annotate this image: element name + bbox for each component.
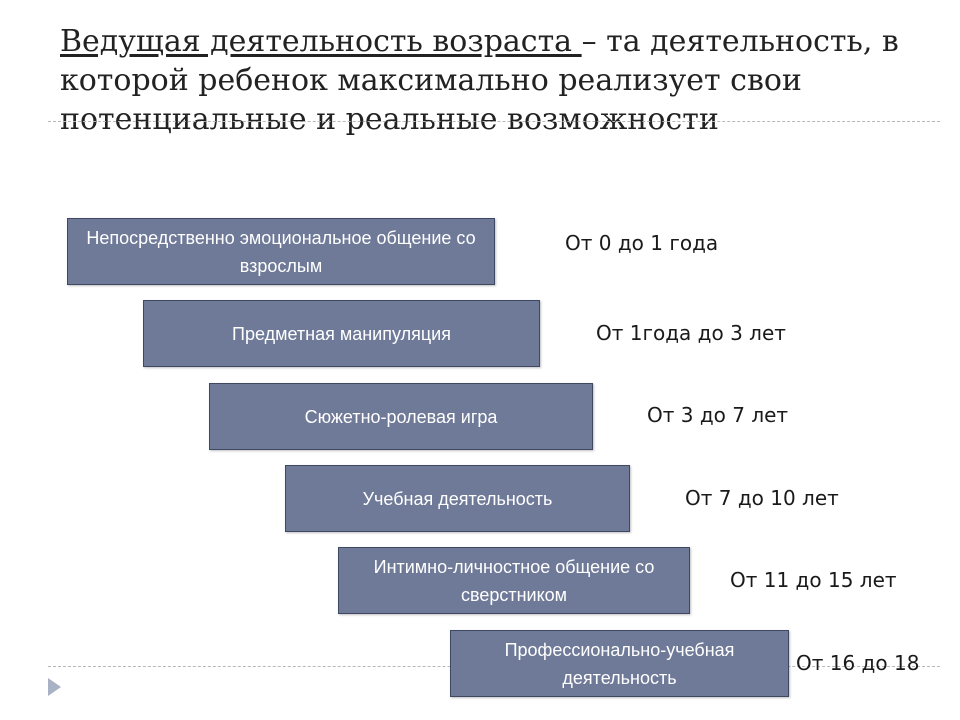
stage-label: Профессионально-учебная деятельность bbox=[504, 639, 735, 688]
title-term: Ведущая деятельность возраста bbox=[60, 24, 582, 59]
title-definition: – та деятельность, в которой ребенок мак… bbox=[60, 24, 899, 137]
stage-box-early-childhood: Предметная манипуляция bbox=[143, 300, 540, 367]
stage-age-label: От 0 до 1 года bbox=[565, 231, 719, 255]
stage-age-label: От 16 до 18 bbox=[796, 651, 920, 675]
stage-age-label: От 1года до 3 лет bbox=[596, 321, 786, 345]
slide-title: Ведущая деятельность возраста – та деяте… bbox=[60, 22, 920, 139]
stage-age-label: От 11 до 15 лет bbox=[730, 568, 897, 592]
stage-box-preschool: Сюжетно-ролевая игра bbox=[209, 383, 593, 450]
triangle-arrow-icon bbox=[48, 678, 61, 696]
stage-label: Учебная деятельность bbox=[362, 488, 553, 509]
stage-label: Интимно-личностное общение со сверстнико… bbox=[373, 556, 655, 605]
stage-label: Сюжетно-ролевая игра bbox=[304, 406, 498, 427]
stage-label: Непосредственно эмоциональное общение со… bbox=[86, 227, 476, 276]
stage-age-label: От 3 до 7 лет bbox=[647, 403, 789, 427]
stage-box-adolescence: Интимно-личностное общение со сверстнико… bbox=[338, 547, 690, 614]
stage-label: Предметная манипуляция bbox=[232, 323, 451, 344]
stage-box-youth: Профессионально-учебная деятельность bbox=[450, 630, 789, 697]
stage-box-school-age: Учебная деятельность bbox=[285, 465, 630, 532]
top-divider bbox=[48, 121, 940, 122]
stage-age-label: От 7 до 10 лет bbox=[685, 486, 839, 510]
stage-box-infancy: Непосредственно эмоциональное общение со… bbox=[67, 218, 495, 285]
